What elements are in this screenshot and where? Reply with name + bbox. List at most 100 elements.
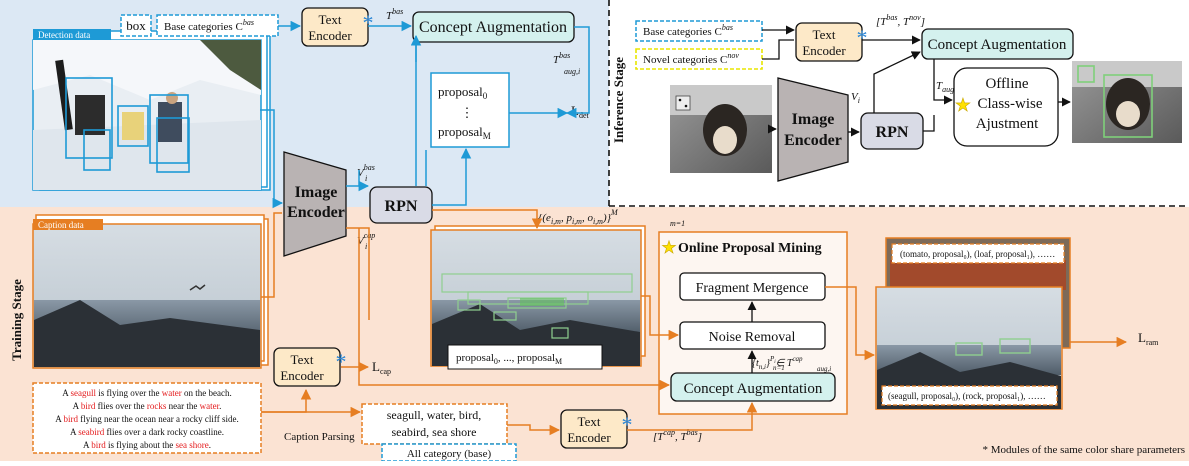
svg-text:Encoder: Encoder — [287, 204, 345, 221]
svg-text:Encoder: Encoder — [802, 43, 846, 58]
svg-text:Class-wise: Class-wise — [978, 96, 1043, 112]
text-encoder-detection: Text Encoder * — [301, 7, 374, 47]
svg-text:i: i — [365, 242, 367, 251]
svg-text:Concept Augmentation: Concept Augmentation — [928, 37, 1067, 53]
ram-bottom-pairs: (seagull, proposal₀), (rock, proposal₁),… — [888, 391, 1046, 401]
detection-bounding-boxes — [65, 77, 190, 173]
svg-text:Text: Text — [319, 12, 342, 27]
shared-parameter-icon: * — [857, 25, 868, 50]
ram-loss: Lram — [1138, 330, 1159, 347]
text-encoder-caption: Text Encoder * — [273, 347, 347, 387]
inference-input-image — [670, 85, 772, 173]
base-categories-input: Base categories Cbas — [156, 14, 279, 37]
svg-text:Detection data: Detection data — [38, 30, 90, 40]
shared-parameter-icon: * — [336, 349, 347, 374]
rpn-training: RPN — [369, 186, 433, 224]
svg-text:Offline: Offline — [985, 76, 1028, 92]
box-label: box — [120, 14, 152, 37]
caption-sentence: A seabird flies over a dark rocky coastl… — [70, 427, 224, 437]
svg-text:Text: Text — [813, 27, 836, 42]
text-encoder-inference: Text Encoder * — [795, 22, 868, 62]
black-arrows — [747, 25, 1071, 373]
svg-text:Tbas: Tbas — [553, 51, 570, 66]
offline-classwise-adjustment: ★ Offline Class-wise Ajustment — [953, 67, 1059, 147]
svg-text:seagull, water, bird,: seagull, water, bird, — [387, 408, 482, 422]
svg-text:seabird, sea shore: seabird, sea shore — [392, 425, 477, 439]
all-category-box: All category (base) — [381, 443, 517, 462]
shared-parameter-icon: * — [622, 412, 633, 437]
svg-text:[Tcap, Tbas]: [Tcap, Tbas] — [653, 428, 702, 443]
svg-text:proposal0, ..., proposalM: proposal0, ..., proposalM — [456, 352, 562, 366]
parsed-terms-box: seagull, water, bird, seabird, sea shore — [361, 403, 508, 445]
svg-text:Concept Augmentation: Concept Augmentation — [684, 381, 823, 397]
blue-arrows — [260, 20, 590, 209]
offline-star-icon: ★ — [955, 95, 971, 115]
svg-text:Encoder: Encoder — [280, 368, 324, 383]
svg-text:[Tbas, Tnov]: [Tbas, Tnov] — [876, 13, 925, 28]
svg-text:Encoder: Encoder — [308, 28, 352, 43]
concept-augmentation-detection: Concept Augmentation — [412, 11, 575, 43]
inference-output-image — [1072, 61, 1182, 143]
svg-text:i: i — [365, 174, 367, 183]
svg-text:m=1: m=1 — [670, 219, 685, 228]
svg-text:aug,i: aug,i — [817, 365, 831, 373]
svg-text:Vbas: Vbas — [357, 163, 375, 179]
image-encoder-inference: Image Encoder — [777, 77, 849, 182]
shared-parameter-icon: * — [363, 10, 374, 35]
svg-text:⋮: ⋮ — [461, 105, 474, 120]
caption-proposal-image: proposal0, ..., proposalM — [430, 225, 646, 370]
svg-text:aug,i: aug,i — [564, 67, 580, 76]
caption-sentence: A bird is flying about the sea shore. — [83, 440, 211, 450]
svg-text:Novel categories Cnov: Novel categories Cnov — [643, 51, 739, 66]
svg-text:Vi: Vi — [851, 91, 860, 105]
svg-text:Tbas: Tbas — [386, 7, 403, 22]
footnote: * Modules of the same color share parame… — [982, 444, 1185, 456]
inference-stage-label: Inference Stage — [611, 57, 626, 143]
svg-text:Caption Parsing: Caption Parsing — [284, 431, 355, 443]
svg-text:proposal0: proposal0 — [438, 84, 488, 101]
svg-text:n=1: n=1 — [773, 364, 785, 372]
caption-loss: Lcap — [372, 359, 391, 376]
svg-text:Base categories Cbas: Base categories Cbas — [164, 18, 254, 33]
image-encoder-training: Image Encoder — [283, 151, 347, 257]
rpn-inference: RPN — [860, 112, 924, 150]
svg-text:Image: Image — [295, 184, 338, 201]
svg-text:All category (base): All category (base) — [407, 448, 492, 460]
caption-sentence: A bird flies over the rocks near the wat… — [73, 401, 222, 411]
detection-data-tab: Detection data — [33, 29, 111, 40]
svg-text:Noise Removal: Noise Removal — [709, 330, 796, 345]
svg-text:Encoder: Encoder — [784, 132, 842, 149]
svg-text:proposalM: proposalM — [438, 124, 491, 141]
opm-star-icon: ★ — [661, 238, 676, 257]
svg-text:RPN: RPN — [385, 198, 418, 215]
caption-sentence: A seagull is flying over the water on th… — [62, 388, 232, 398]
ram-output-images: (tomato, proposal₀), (loaf, proposal₁), … — [875, 237, 1071, 410]
detection-image-stack — [32, 30, 271, 191]
svg-text:Taug,i: Taug,i — [936, 80, 958, 94]
training-stage-label: Training Stage — [9, 279, 24, 361]
svg-text:Text: Text — [578, 414, 601, 429]
svg-text:Ajustment: Ajustment — [976, 116, 1039, 132]
svg-text:box: box — [126, 18, 146, 33]
text-encoder-bottom: Text Encoder * — [560, 409, 633, 449]
ram-top-pairs: (tomato, proposal₀), (loaf, proposal₁), … — [900, 249, 1055, 259]
proposal-list-box: proposal0 ⋮ proposalM — [430, 72, 510, 148]
caption-data-tab: Caption data — [33, 219, 103, 230]
concept-augmentation-inference: Concept Augmentation — [921, 28, 1074, 60]
svg-text:Online Proposal Mining: Online Proposal Mining — [678, 241, 822, 256]
svg-text:Text: Text — [291, 352, 314, 367]
caption-image-stack — [32, 214, 269, 369]
svg-text:Caption data: Caption data — [38, 220, 84, 230]
svg-text:Fragment Mergence: Fragment Mergence — [696, 281, 809, 296]
caption-sentence: A bird flying near the ocean near a rock… — [55, 414, 239, 424]
inference-base-categories: Base categories Cbas — [635, 20, 763, 42]
svg-text:RPN: RPN — [876, 124, 909, 141]
svg-text:Image: Image — [792, 111, 835, 128]
orange-arrows — [261, 209, 1128, 436]
svg-text:Encoder: Encoder — [567, 430, 611, 445]
svg-text:Base categories Cbas: Base categories Cbas — [643, 23, 733, 38]
caption-sentences: A seagull is flying over the water on th… — [32, 382, 262, 454]
inference-novel-categories: Novel categories Cnov — [635, 48, 763, 70]
